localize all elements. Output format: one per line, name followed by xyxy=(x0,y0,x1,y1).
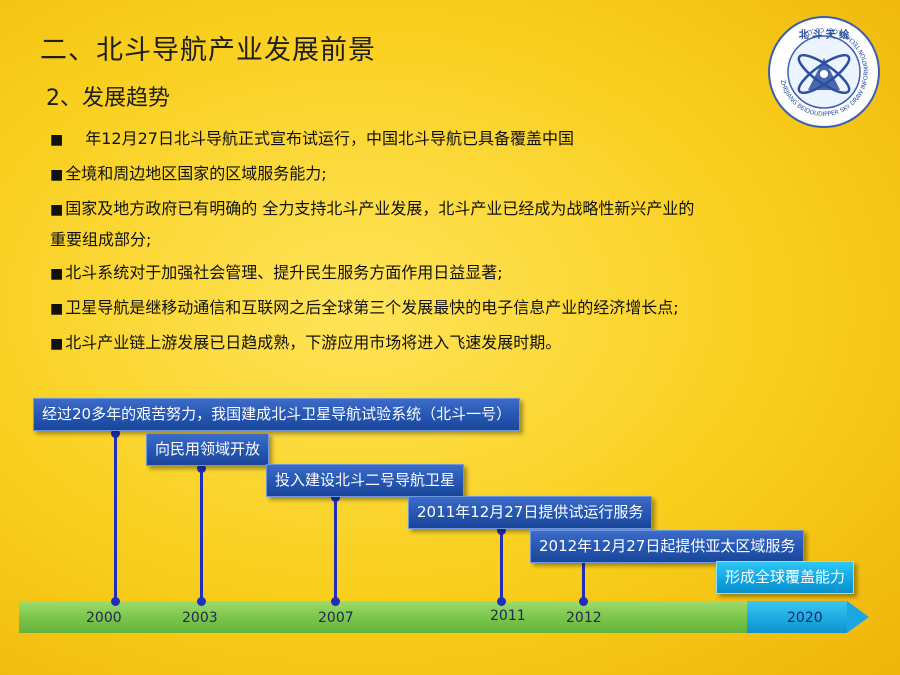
timeline-event-2012: 2012年12月27日起提供亚太区域服务 xyxy=(530,530,805,563)
timeline-arrow-icon xyxy=(847,601,869,633)
timeline-dot-2003-base xyxy=(197,597,206,606)
bullet-marker: ■ xyxy=(50,132,64,148)
bullet-item: ■全境和周边地区国家的区域服务能力; xyxy=(50,164,327,183)
timeline-event-2000: 经过20多年的艰苦努力，我国建成北斗卫星导航试验系统（北斗一号） xyxy=(33,398,521,431)
bullet-item: ■国家及地方政府已有明确的 全力支持北斗产业发展，北斗产业已经成为战略性新兴产业… xyxy=(50,199,695,249)
timeline-dot-2000 xyxy=(111,429,120,438)
timeline-stem-2007 xyxy=(334,497,337,601)
logo-text: 北 斗 天 绘 xyxy=(799,28,849,41)
bullet-list: ■年12月27日北斗导航正式宣布试运行，中国北斗导航已具备覆盖中国 ■全境和周边… xyxy=(50,124,880,363)
bullet-marker: ■ xyxy=(50,167,64,183)
timeline-year-2000: 2000 xyxy=(86,610,122,626)
bullet-item: ■北斗产业链上游发展已日趋成熟，下游应用市场将进入飞速发展时期。 xyxy=(50,333,562,352)
bullet-item: ■年12月27日北斗导航正式宣布试运行，中国北斗导航已具备覆盖中国 xyxy=(50,129,574,148)
timeline-dot-2003 xyxy=(197,464,206,473)
timeline-dot-2007 xyxy=(331,493,340,502)
timeline-year-2012: 2012 xyxy=(566,610,602,626)
timeline-dot-2007-base xyxy=(331,597,340,606)
bullet-marker: ■ xyxy=(50,202,64,218)
timeline-year-2003: 2003 xyxy=(182,610,218,626)
bullet-item: ■北斗系统对于加强社会管理、提升民生服务方面作用日益显著; xyxy=(50,263,503,282)
slide-subtitle: 2、发展趋势 xyxy=(46,86,170,111)
timeline-dot-2000-base xyxy=(111,597,120,606)
timeline-year-2011: 2011 xyxy=(490,608,526,624)
timeline-dot-2011-base xyxy=(497,597,506,606)
timeline-year-2007: 2007 xyxy=(318,610,354,626)
timeline-stem-2003 xyxy=(200,468,203,601)
timeline-stem-2000 xyxy=(114,433,117,601)
timeline-dot-2012-base xyxy=(579,597,588,606)
timeline-bar xyxy=(19,601,747,633)
timeline-stem-2012 xyxy=(582,562,585,601)
timeline-event-2007: 投入建设北斗二号导航卫星 xyxy=(266,464,465,497)
bullet-marker: ■ xyxy=(50,301,64,317)
timeline-stem-2011 xyxy=(500,530,503,601)
bullet-marker: ■ xyxy=(50,336,64,352)
bullet-item: ■卫星导航是继移动通信和互联网之后全球第三个发展最快的电子信息产业的经济增长点; xyxy=(50,298,679,317)
timeline-year-2020: 2020 xyxy=(787,610,823,626)
bullet-marker: ■ xyxy=(50,266,64,282)
timeline-event-2003: 向民用领域开放 xyxy=(146,433,270,466)
company-logo: ZHEJIANG BEIDOUDIPPER SKY DRAW INFORMATI… xyxy=(768,16,880,128)
slide-title: 二、北斗导航产业发展前景 xyxy=(40,35,376,66)
timeline-bar-future xyxy=(747,601,847,633)
timeline-event-2011: 2011年12月27日提供试运行服务 xyxy=(408,496,653,529)
timeline-dot-2011 xyxy=(497,526,506,535)
timeline-event-2020: 形成全球覆盖能力 xyxy=(716,561,855,594)
